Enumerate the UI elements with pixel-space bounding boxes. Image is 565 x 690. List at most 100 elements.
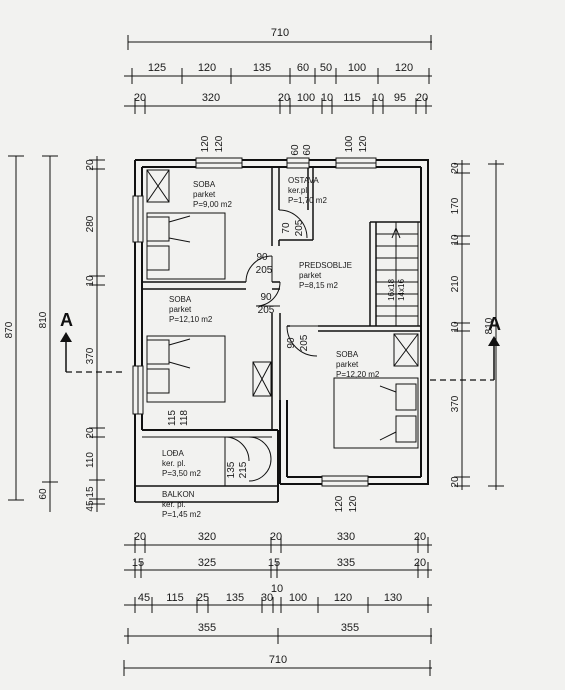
dim-label: 20	[416, 92, 428, 104]
dim-label: 370	[85, 347, 96, 364]
room-area: P=1,70 m2	[288, 196, 327, 205]
dim-label: 10	[372, 92, 384, 104]
dim-label: 15	[268, 557, 280, 569]
room-area: P=3,50 m2	[162, 469, 201, 478]
dim-label: 45	[138, 592, 150, 604]
right-dimension-lines	[454, 160, 504, 490]
top-dimension-row-2: 125 120 135 60 50 100 120	[148, 62, 413, 74]
room-ostava: OSTAVA ker.pl. P=1,70 m2	[288, 176, 327, 205]
windows	[133, 158, 376, 486]
room-name: OSTAVA	[288, 176, 319, 185]
dim-label: 135	[226, 461, 237, 478]
dim-label: 10	[450, 234, 461, 246]
room-name: SOBA	[193, 180, 216, 189]
dim-label: 20	[85, 159, 96, 171]
right-dimension-chain: 20 170 10 210 10 370 20	[450, 162, 461, 488]
room-name: BALKON	[162, 490, 195, 499]
dim-label: 20	[134, 531, 146, 543]
dim-label: 10	[450, 321, 461, 333]
dim-label: 20	[278, 92, 290, 104]
dim-label: 100	[344, 135, 355, 152]
left-dimension-lines	[8, 156, 105, 512]
dim-label: 170	[450, 197, 461, 214]
section-marker-left: A	[60, 310, 126, 372]
dim-label: 10	[321, 92, 333, 104]
room-soba-3: SOBA parket P=12,20 m2	[336, 350, 380, 379]
room-predsoblje: PREDSOBLJE parket P=8,15 m2	[299, 261, 352, 290]
left-dimension-chain: 20 280 10 370 20 110 60 15 45	[38, 159, 96, 512]
dim-label: 320	[202, 92, 220, 104]
dim-label: 90	[256, 252, 268, 263]
dim-label: 95	[394, 92, 406, 104]
top-dimension-lines	[124, 35, 432, 114]
room-soba-1: SOBA parket P=9,00 m2	[193, 180, 232, 209]
dim-label: 100	[289, 592, 307, 604]
left-outer-dimension: 870	[4, 321, 15, 338]
dim-label: 120	[334, 592, 352, 604]
dim-label: 10	[85, 275, 96, 287]
room-floor: ker. pl.	[162, 459, 186, 468]
section-label: A	[60, 310, 73, 330]
dim-label: 60	[302, 144, 313, 156]
dim-label: 20	[450, 162, 461, 174]
dim-label: 355	[198, 622, 216, 634]
dim-label: 205	[294, 219, 305, 236]
bottom-dimension-row-2: 15 325 15 335 20	[132, 557, 426, 569]
room-floor: parket	[169, 305, 192, 314]
dim-label: 115	[343, 92, 361, 104]
room-soba-2: SOBA parket P=12,10 m2	[169, 295, 213, 324]
dim-label: 100	[348, 62, 366, 74]
bottom-dimension-lines	[124, 537, 432, 676]
bottom-dimension-row-1: 20 320 20 330 20	[134, 531, 426, 543]
dim-label: 60	[38, 488, 49, 500]
dim-label: 60	[290, 144, 301, 156]
furniture	[147, 170, 418, 448]
room-area: P=12,20 m2	[336, 370, 380, 379]
stair-label: 14x16	[397, 279, 406, 301]
dim-label: 15	[132, 557, 144, 569]
dim-label: 120	[334, 495, 345, 512]
dim-label: 355	[341, 622, 359, 634]
dim-label: 325	[198, 557, 216, 569]
dim-label: 210	[450, 275, 461, 292]
room-name: PREDSOBLJE	[299, 261, 352, 270]
room-area: P=8,15 m2	[299, 281, 338, 290]
dim-label: 120	[214, 135, 225, 152]
room-area: P=1,45 m2	[162, 510, 201, 519]
room-name: SOBA	[336, 350, 359, 359]
top-dimension-row-3: 20 320 20 100 10 115 10 95 20	[134, 92, 428, 104]
section-label: A	[488, 314, 501, 334]
dim-label: 120	[348, 495, 359, 512]
door-labels: 90 205 90 205 70 205 90 205 115 118 135 …	[167, 219, 310, 478]
room-floor: ker.pl.	[288, 186, 309, 195]
dim-label: 20	[450, 476, 461, 488]
section-arrow-icon	[60, 332, 72, 342]
dim-label: 10	[271, 583, 283, 595]
doors	[225, 210, 318, 486]
room-floor: ker. pl.	[162, 500, 186, 509]
room-loda: LOĐA ker. pl. P=3,50 m2	[162, 449, 201, 478]
dim-label: 120	[358, 135, 369, 152]
room-floor: parket	[299, 271, 322, 280]
dim-label: 100	[297, 92, 315, 104]
top-total-dimension: 710	[271, 27, 289, 39]
dim-label: 30	[261, 592, 273, 604]
dim-label: 60	[297, 62, 309, 74]
dim-label: 20	[134, 92, 146, 104]
dim-label: 20	[414, 531, 426, 543]
dim-label: 215	[238, 461, 249, 478]
section-arrow-icon	[488, 336, 500, 346]
staircase	[376, 222, 418, 326]
dim-label: 90	[260, 292, 272, 303]
dim-label: 120	[200, 135, 211, 152]
room-area: P=9,00 m2	[193, 200, 232, 209]
dim-label: 125	[148, 62, 166, 74]
dim-label: 335	[337, 557, 355, 569]
dim-label: 20	[414, 557, 426, 569]
dim-label: 20	[270, 531, 282, 543]
window-labels: 120 120 60 60 100 120 120 120	[200, 135, 369, 512]
room-area: P=12,10 m2	[169, 315, 213, 324]
dim-label: 25	[197, 592, 209, 604]
dim-label: 70	[281, 222, 292, 234]
dim-label: 120	[395, 62, 413, 74]
